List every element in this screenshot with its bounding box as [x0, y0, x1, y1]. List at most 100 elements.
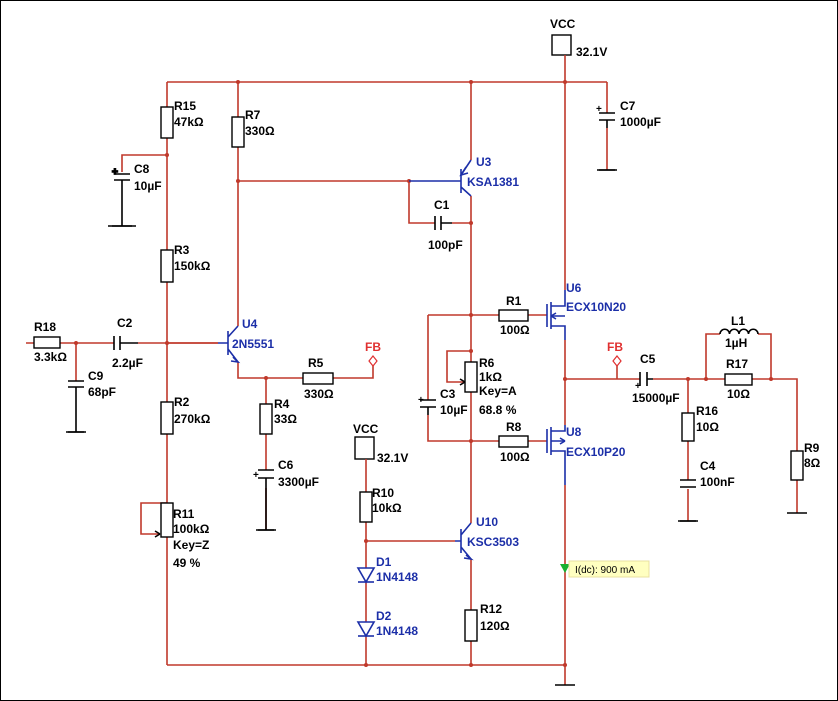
capacitor-c5: [639, 372, 653, 386]
u6-value: ECX10N20: [566, 300, 626, 314]
r3-value: 150kΩ: [174, 259, 211, 273]
resistor-r17: [724, 373, 753, 386]
wires: [26, 58, 798, 685]
vcc-top-label: VCC: [550, 17, 576, 31]
u3-ref: U3: [476, 155, 492, 169]
resistor-r6: [464, 361, 478, 393]
resistor-r9: [790, 450, 804, 481]
r2-ref: R2: [174, 395, 190, 409]
r17-value: 10Ω: [727, 387, 750, 401]
transistor-u4[interactable]: [218, 325, 241, 364]
r15-ref: R15: [174, 99, 196, 113]
d1-ref: D1: [376, 555, 392, 569]
ground-symbols: [66, 169, 807, 686]
r16-ref: R16: [696, 404, 718, 418]
r6-wiper-icon: [459, 378, 466, 386]
vcc-top-voltage: 32.1V: [576, 45, 607, 59]
u4-ref: U4: [242, 317, 258, 331]
d2-value: 1N4148: [376, 624, 418, 638]
c1-value: 100pF: [428, 238, 463, 252]
resistor-r18: [33, 336, 61, 349]
c1-ref: C1: [434, 198, 450, 212]
fb-left-label: FB: [365, 340, 381, 354]
c8-value: 10µF: [134, 179, 162, 193]
r6-key: Key=A: [479, 384, 517, 398]
u8-ref: U8: [566, 425, 582, 439]
c8-ref: C8: [134, 162, 150, 176]
c5-ref: C5: [640, 352, 656, 366]
r16-value: 10Ω: [696, 420, 719, 434]
capacitor-c3: [420, 399, 436, 415]
r3-ref: R3: [174, 243, 190, 257]
resistor-r16: [681, 412, 695, 442]
resistor-r12: [464, 609, 478, 642]
d2-ref: D2: [376, 609, 392, 623]
r6-ref: R6: [479, 356, 495, 370]
resistor-r4: [259, 403, 273, 435]
r11-percent: 49 %: [173, 556, 201, 570]
c2-value: 2.2µF: [112, 356, 143, 370]
c3-value: 10µF: [440, 403, 468, 417]
r5-ref: R5: [308, 356, 324, 370]
r6-percent: 68.8 %: [479, 403, 517, 417]
resistor-r15: [160, 106, 174, 139]
transistor-u10[interactable]: [455, 522, 474, 561]
r8-ref: R8: [506, 420, 522, 434]
r10-ref: R10: [372, 486, 394, 500]
resistor-r2: [160, 401, 174, 435]
mosfet-u8[interactable]: [546, 425, 566, 485]
svg-text:+: +: [112, 167, 118, 178]
u6-ref: U6: [566, 281, 582, 295]
r7-ref: R7: [245, 108, 261, 122]
c4-ref: C4: [700, 459, 716, 473]
u8-value: ECX10P20: [566, 445, 626, 459]
probe-label: I(dc): 900 mA: [575, 565, 635, 576]
r7-value: 330Ω: [245, 124, 275, 138]
resistor-r5: [302, 372, 334, 385]
inductor-l1[interactable]: [719, 328, 759, 335]
mosfet-u6[interactable]: [546, 290, 566, 340]
fb-right-label: FB: [607, 340, 623, 354]
r15-value: 47kΩ: [174, 115, 204, 129]
c9-value: 68pF: [88, 385, 116, 399]
r11-ref: R11: [173, 507, 195, 521]
r5-value: 330Ω: [304, 387, 334, 401]
vcc-top-box: [551, 34, 572, 56]
r1-ref: R1: [506, 294, 522, 308]
r18-value: 3.3kΩ: [34, 350, 67, 364]
r9-value: 8Ω: [804, 456, 821, 470]
r17-ref: R17: [726, 357, 748, 371]
capacitors[interactable]: +: [68, 112, 696, 531]
l1-ref: L1: [731, 314, 745, 328]
c7-value: 1000µF: [620, 115, 661, 129]
d1-value: 1N4148: [376, 570, 418, 584]
r11-key: Key=Z: [173, 538, 209, 552]
diode-d2[interactable]: [356, 621, 376, 638]
resistors[interactable]: [33, 106, 804, 642]
transistor-u3[interactable]: [409, 159, 472, 197]
diode-d1[interactable]: [356, 567, 376, 584]
r6-value: 1kΩ: [479, 370, 502, 384]
c2-ref: C2: [117, 316, 133, 330]
capacitor-c1: [434, 216, 452, 230]
capacitor-c7: [599, 112, 615, 171]
resistor-r8: [498, 435, 529, 448]
c7-ref: C7: [620, 99, 636, 113]
r4-value: 33Ω: [274, 412, 297, 426]
svg-text:+: +: [253, 470, 259, 481]
vcc-mid-box: [354, 436, 375, 460]
r2-value: 270kΩ: [174, 412, 211, 426]
probe-arrow-icon: [560, 564, 570, 573]
r1-value: 100Ω: [500, 323, 530, 337]
vcc-mid-voltage: 32.1V: [377, 451, 408, 465]
fb-right-marker-icon: [612, 355, 622, 367]
c6-value: 3300µF: [278, 475, 319, 489]
capacitor-c9: [68, 380, 84, 433]
u10-value: KSC3503: [467, 535, 519, 549]
fb-left-marker-icon: [368, 355, 378, 367]
u10-ref: U10: [476, 515, 498, 529]
resistor-r11: [160, 502, 174, 538]
u3-value: KSA1381: [467, 175, 519, 189]
